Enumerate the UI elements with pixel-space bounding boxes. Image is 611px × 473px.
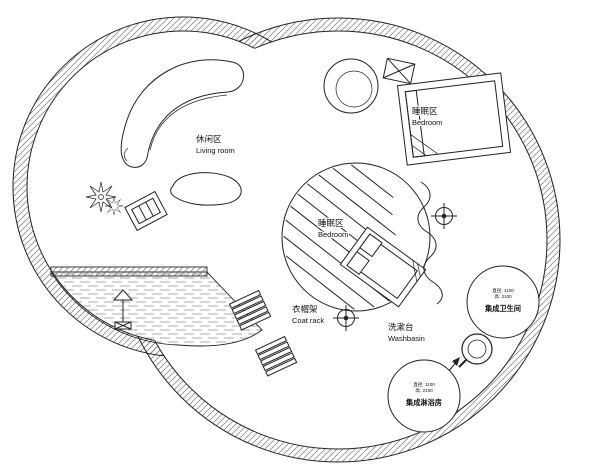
entry-area: 衣帽架 Coat rack — [112, 289, 326, 377]
coat-rack-label-zh: 衣帽架 — [292, 304, 318, 314]
bedroom-main-area: 睡眠区 Bedroom — [396, 72, 512, 166]
washbasin-label-zh: 洗漱台 — [388, 322, 414, 332]
bathroom-pod-name: 集成卫生间 — [484, 304, 521, 313]
blanket-fold-lines — [410, 134, 439, 156]
blanket-fold-lines-pod — [412, 260, 421, 282]
bed-pod — [339, 226, 427, 308]
entry-stand-icon — [112, 289, 134, 330]
bedroom-main-label-zh: 睡眠区 — [412, 106, 438, 116]
bedroom-pod-wall — [281, 162, 431, 312]
pillow-2 — [346, 251, 370, 276]
downlight-icon-2 — [333, 305, 359, 331]
curtain-wave — [417, 181, 443, 305]
sofa-armrest-line — [123, 147, 129, 162]
shower-pod-spec1: 直径: 1100 — [413, 381, 435, 387]
arrow-head — [452, 357, 460, 366]
downlight-icon-1 — [431, 203, 457, 229]
washbasin-label-en: Washbasin — [388, 334, 425, 343]
bathroom-pod: 直径: 1100 高: 2100 集成卫生间 — [466, 265, 540, 339]
coffee-table — [170, 172, 242, 206]
bedroom-pod-label-en: Bedroom — [318, 230, 348, 239]
interior-straight-wall — [50, 266, 208, 277]
living-room-area: 休闲区 Living room — [85, 57, 416, 232]
entry-deck — [50, 271, 263, 347]
shower-pod: 直径: 1100 高: 2100 集成淋浴房 — [387, 359, 461, 433]
bedroom-main-label-en: Bedroom — [412, 118, 442, 127]
shower-pod-spec2: 高: 2100 — [415, 387, 433, 394]
wet-area: 洗漱台 Washbasin 直径: 1100 高: 2100 集成卫生间 直径:… — [387, 265, 540, 433]
living-room-label-zh: 休闲区 — [196, 134, 222, 144]
coat-rack-1 — [228, 289, 272, 331]
living-lobe-inner-edge — [26, 30, 340, 344]
bedroom-pod-area: 睡眠区 Bedroom — [281, 162, 457, 331]
shower-pod-name: 集成淋浴房 — [405, 398, 442, 407]
main-circle-inner-edge — [128, 30, 548, 450]
bedroom-pod-label-zh: 睡眠区 — [318, 218, 344, 228]
coat-rack-2 — [254, 335, 298, 377]
round-rug — [323, 58, 379, 114]
lounge-chair — [124, 190, 168, 232]
pillow-1 — [359, 233, 383, 258]
bed-main — [396, 72, 512, 166]
curved-sofa — [120, 59, 244, 168]
bathroom-pod-spec2: 高: 2100 — [494, 293, 512, 300]
bed-pillow-band — [404, 89, 425, 158]
bathroom-pod-spec1: 直径: 1100 — [492, 287, 514, 293]
living-room-label-en: Living room — [196, 146, 235, 155]
main-circle-outer-edge — [115, 17, 561, 463]
washbasin-mirror — [458, 333, 493, 368]
plant-icon — [85, 181, 124, 216]
sofa-seat-line — [149, 94, 228, 151]
living-lobe-outer-edge — [12, 16, 354, 358]
coat-rack-label-en: Coat rack — [292, 316, 324, 325]
storage-box-icon — [382, 57, 416, 85]
round-rug-inner — [335, 70, 373, 108]
